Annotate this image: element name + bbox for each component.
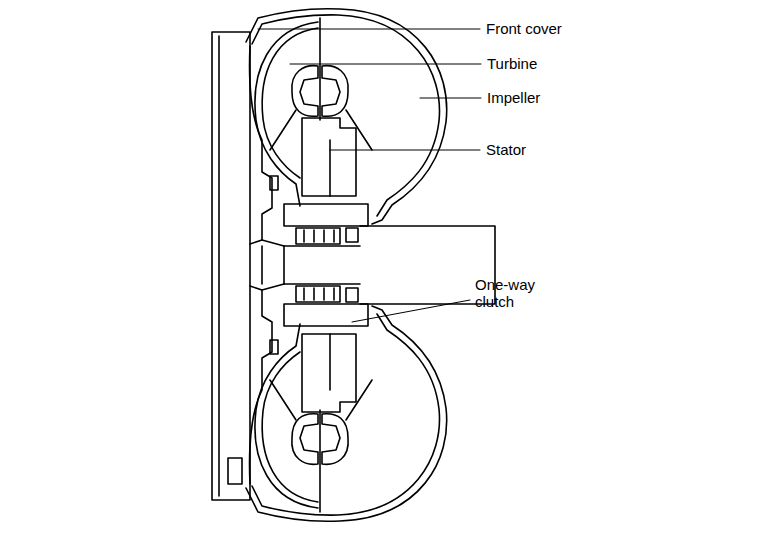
front-plate-edge [218,36,220,496]
impeller-shell [246,9,447,224]
stator-blade-line [329,140,331,196]
roller [303,230,305,242]
cover-hub [261,246,263,284]
leader-line [290,64,481,65]
roller [323,230,325,242]
leader-line [258,29,480,30]
turbine-core [292,66,318,117]
front-cover-profile [250,46,273,244]
hub-line [262,240,284,246]
part-label: Stator [486,141,526,158]
one-way-clutch-rollers [296,228,340,244]
roller [333,230,335,242]
leader-line [352,300,470,322]
stator-blade [302,118,356,196]
hub-bore [284,245,360,247]
impeller-hub-tube [360,226,495,304]
part-label: One-way clutch [475,276,537,310]
part-label: Impeller [487,89,540,106]
impeller-core [322,66,348,117]
impeller-shell-inner [252,15,440,216]
stator-hub [284,204,368,226]
leader-line [420,98,481,99]
thrust-washer [346,228,358,242]
impeller-blade-edge [346,110,372,150]
turbine-hub [283,246,285,284]
front-plate [212,32,250,500]
roller [313,230,315,242]
lower-half [246,284,447,521]
cover-bolt [270,176,278,190]
blade-divider [319,18,321,120]
turbine-blade-edge [270,110,296,150]
upper-half [246,9,447,246]
leader-lines [258,29,481,322]
ring-gear-tooth [228,458,242,484]
part-label: Turbine [487,55,537,72]
part-label: Front cover [486,20,562,37]
turbine-shell-inner [262,28,318,178]
leader-line [330,150,480,151]
turbine-shell [255,22,318,206]
